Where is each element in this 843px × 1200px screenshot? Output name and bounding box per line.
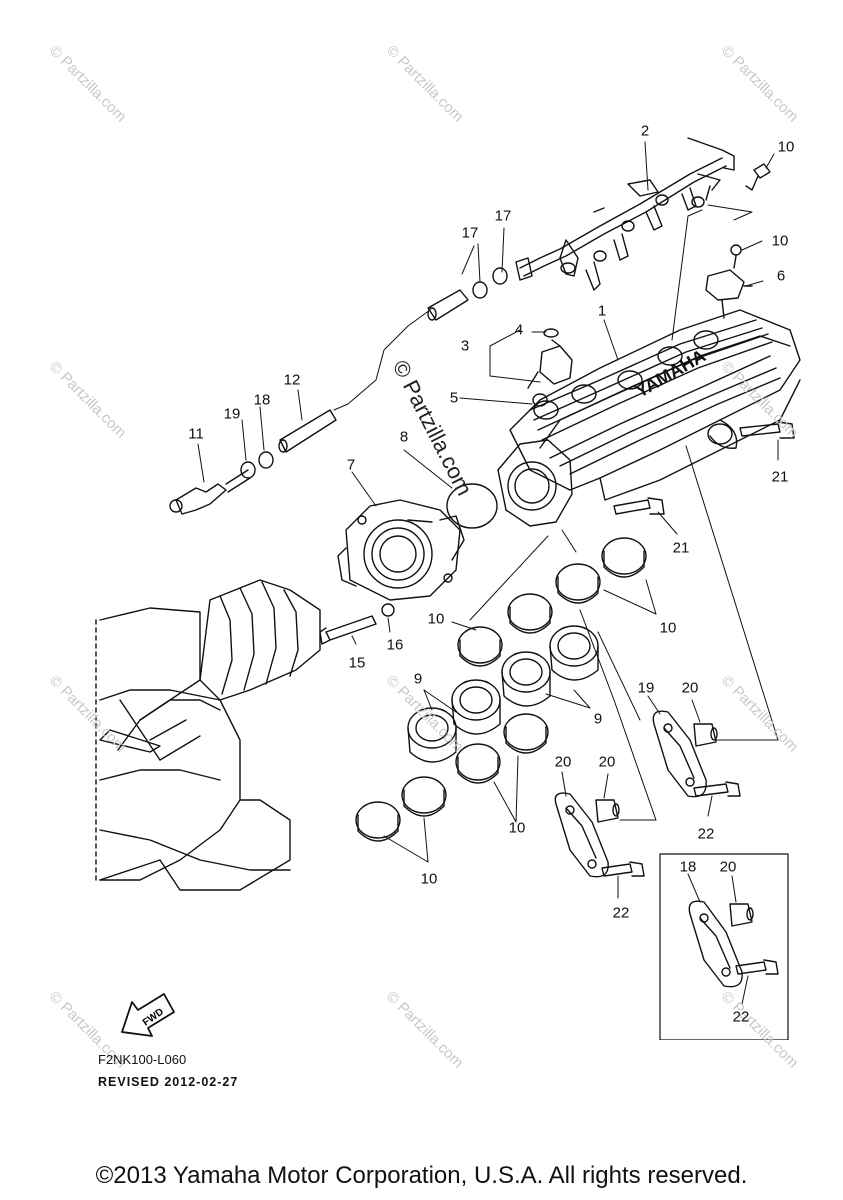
bolt-part-11 (319, 615, 377, 645)
callout-11: 15 (348, 654, 366, 672)
sensor-part-6 (705, 269, 753, 319)
callout-9: 9 (593, 710, 603, 728)
callout-21: 21 (771, 468, 789, 486)
intake-joints-part-9 (407, 625, 599, 763)
callout-10-lower-left: 10 (420, 870, 438, 888)
callout-8: 8 (399, 428, 409, 446)
fuel-rail-part-2 (515, 137, 735, 291)
fuel-injector-part-3 (527, 328, 573, 407)
copyright-notice: ©2013 Yamaha Motor Corporation, U.S.A. A… (95, 1162, 748, 1189)
grommets-part-20 (595, 723, 754, 927)
diagram-part-code: F2NK100-L060 (98, 1052, 187, 1067)
callout-17: 17 (461, 224, 479, 242)
bolts-part-22 (601, 781, 779, 975)
brackets-part-19 (554, 710, 707, 878)
callout-4: 4 (514, 321, 524, 339)
callout-13: 10 (777, 138, 795, 156)
callout-17: 19 (223, 405, 241, 423)
revision-date: REVISED 2012-02-27 (98, 1075, 239, 1089)
callout-1: 1 (597, 302, 607, 320)
callout-20: 20 (598, 753, 616, 771)
callout-17: 18 (253, 391, 271, 409)
callout-14: 10 (771, 232, 789, 250)
throttle-body-part-7 (337, 499, 465, 601)
fwd-arrow-icon (121, 993, 175, 1037)
callout-22: 22 (697, 825, 715, 843)
callout-22: 22 (732, 1008, 750, 1026)
callout-22: 22 (612, 904, 630, 922)
callout-21: 21 (672, 539, 690, 557)
callout-9: 9 (413, 670, 423, 688)
bolt-part-13 (745, 163, 771, 191)
callout-10: 10 (659, 619, 677, 637)
callout-6: 6 (776, 267, 786, 285)
callout-20-inset: 20 (719, 858, 737, 876)
air-intake-duct (95, 579, 321, 891)
manifold-brand-text: YAMAHA (632, 345, 709, 401)
callout-15: 11 (188, 425, 204, 443)
bolt-part-14 (730, 244, 742, 269)
callout-3: 3 (460, 337, 470, 355)
callout-17: 17 (494, 207, 512, 225)
callout-10-lower-right: 10 (508, 819, 526, 837)
hose-clamps-part-10 (355, 537, 647, 842)
intake-manifold-part-1 (509, 309, 801, 501)
fuel-fitting-part-15 (169, 469, 251, 515)
callout-2: 2 (640, 122, 650, 140)
leader-lines (197, 141, 779, 1005)
callout-16: 12 (283, 371, 301, 389)
fuel-hose-part-16 (278, 289, 469, 453)
callout-20: 20 (681, 679, 699, 697)
inset-box (659, 853, 789, 1040)
callout-19: 19 (637, 679, 655, 697)
washer-part-12 (381, 603, 395, 617)
callout-10: 10 (427, 610, 445, 628)
exploded-view-drawing: YAMAHA (95, 137, 801, 1040)
bolts-part-21 (613, 421, 795, 515)
o-ring-part-8 (446, 483, 498, 529)
callout-7: 7 (346, 456, 356, 474)
callout-18: 18 (679, 858, 697, 876)
manifold-flange (497, 439, 573, 527)
callout-5: 5 (449, 389, 459, 407)
bracket-part-18 (688, 900, 743, 988)
callout-19: 20 (554, 753, 572, 771)
callout-12: 16 (386, 636, 404, 654)
